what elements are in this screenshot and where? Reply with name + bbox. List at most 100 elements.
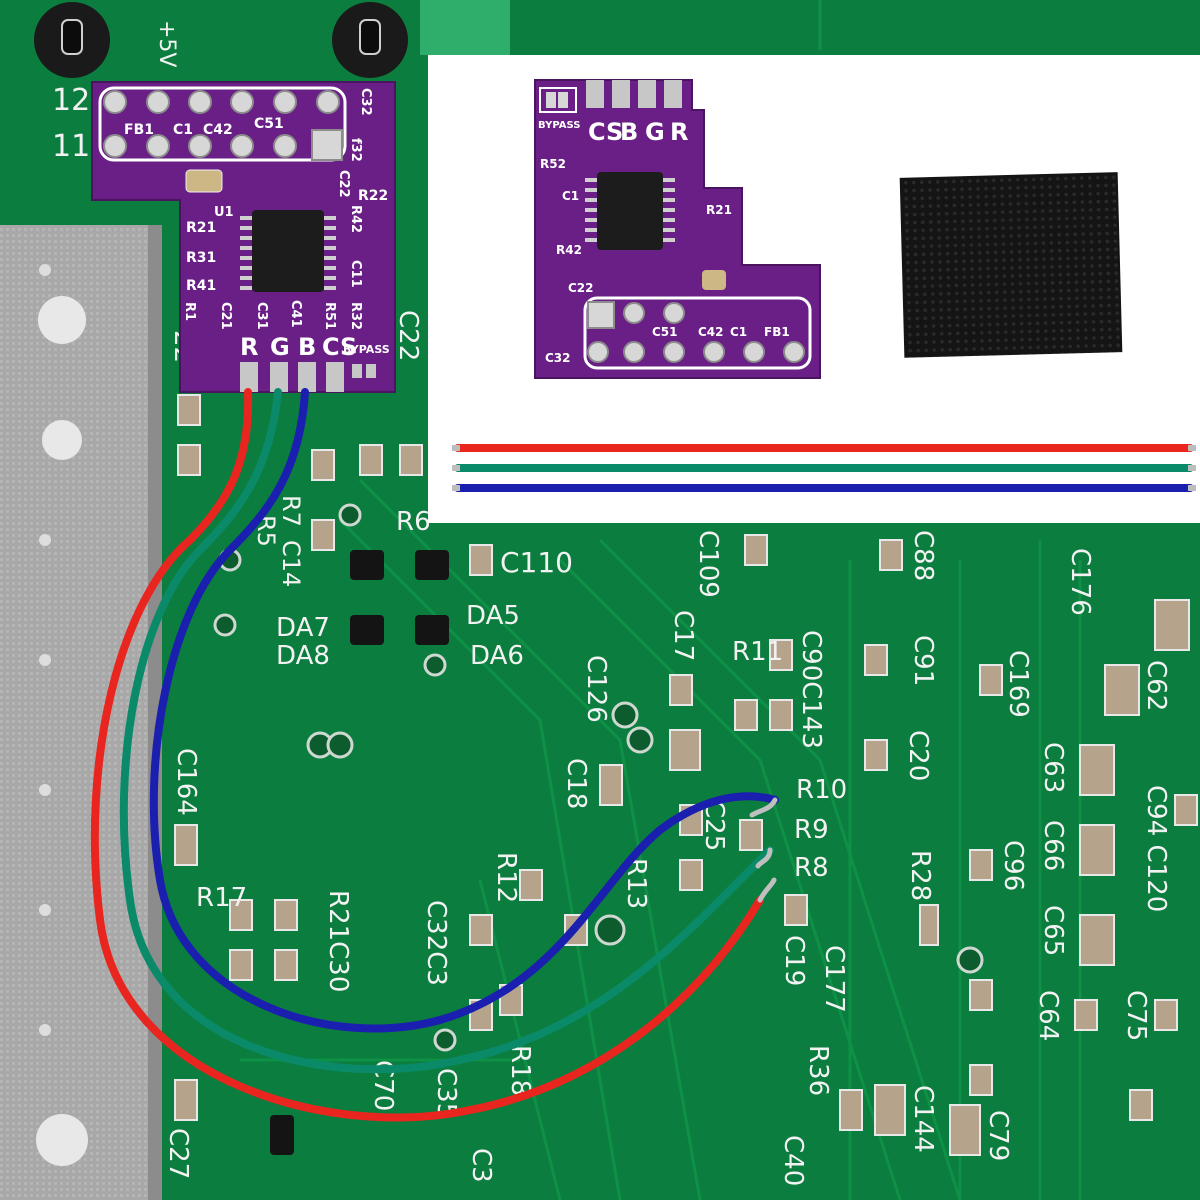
label-c91: C91 — [908, 635, 938, 686]
module-label-c41: C41 — [288, 300, 303, 328]
label-c164: C164 — [171, 748, 201, 816]
module-label-r32: R32 — [348, 302, 363, 330]
label-da7: DA7 — [276, 613, 330, 643]
installed-rgb-module: FB1 C1 C42 C51 C32 f32 C22 R22 U1 R21 R3… — [91, 81, 396, 393]
label-11: 11 — [52, 129, 90, 164]
loose-wires — [452, 444, 1196, 492]
label-c75: C75 — [1121, 990, 1151, 1041]
label-c110: C110 — [500, 546, 573, 579]
mounting-holes — [34, 0, 510, 78]
inset-label-r: R — [670, 118, 688, 146]
label-r28: R28 — [905, 850, 935, 901]
module-label-c21: C21 — [218, 302, 233, 330]
label-da6: DA6 — [470, 641, 524, 671]
label-c20: C20 — [903, 730, 933, 781]
velcro-pad — [899, 172, 1123, 358]
inset-label-r21: R21 — [706, 203, 732, 217]
module-label-c11: C11 — [348, 260, 363, 288]
inset-label-cs: CS — [588, 118, 623, 146]
module-label-r1: R1 — [182, 302, 197, 321]
board-silkscreen: 22 R7 R5 C14 R6 C110 DA7 DA8 DA5 DA6 C10… — [163, 310, 1171, 1186]
label-c66: C66 — [1038, 820, 1068, 871]
label-c40: C40 — [778, 1135, 808, 1186]
module-label-g: G — [270, 333, 290, 361]
module-label-r31: R31 — [186, 250, 216, 266]
label-r8: R8 — [794, 853, 829, 883]
inset-label-c32: C32 — [545, 351, 571, 365]
label-c176: C176 — [1065, 548, 1095, 616]
label-c90c143: C90C143 — [796, 630, 826, 749]
inset-label-c1: C1 — [562, 189, 579, 203]
transistors — [270, 550, 449, 1155]
vias — [213, 503, 984, 1052]
label-r12: R12 — [491, 852, 521, 903]
label-c22: C22 — [393, 310, 423, 361]
module-label-c42: C42 — [203, 122, 233, 138]
label-c14: C14 — [277, 540, 305, 587]
label-c32c3: C32C3 — [421, 900, 451, 986]
inset-label-c42: C42 — [698, 325, 724, 339]
label-c64: C64 — [1033, 990, 1063, 1041]
label-c19: C19 — [779, 935, 809, 986]
label-r9: R9 — [794, 815, 829, 845]
label-plus5v: +5V — [154, 20, 179, 67]
label-c3: C3 — [466, 1148, 496, 1183]
module-label-fb1: FB1 — [124, 122, 154, 138]
label-r7: R7 — [277, 495, 305, 527]
label-r6: R6 — [396, 507, 431, 537]
module-label-r51: R51 — [322, 302, 337, 330]
metal-shield — [0, 225, 162, 1200]
module-label-b: B — [298, 333, 316, 361]
label-r18: R18 — [505, 1045, 535, 1096]
wire-red — [90, 388, 764, 1122]
label-c177: C177 — [819, 945, 849, 1013]
label-12: 12 — [52, 83, 90, 118]
board-silkscreen-top: +5V 12 11 — [52, 20, 179, 164]
module-label-r41: R41 — [186, 278, 216, 294]
label-c126: C126 — [581, 655, 611, 723]
module-label-cs: CS — [322, 333, 357, 361]
label-c63: C63 — [1038, 742, 1068, 793]
label-da8: DA8 — [276, 641, 330, 671]
module-label-c31: C31 — [254, 302, 269, 330]
module-label-c1: C1 — [173, 122, 193, 138]
label-da5: DA5 — [466, 601, 520, 631]
label-r36: R36 — [803, 1045, 833, 1096]
label-r21c30: R21C30 — [323, 890, 353, 992]
label-c27: C27 — [163, 1128, 193, 1179]
inset-product-panel: CS B G R BYPASS R52 C1 R42 C22 R1 R21 — [428, 55, 1200, 523]
module-label-c32: C32 — [358, 88, 373, 116]
label-c18: C18 — [561, 758, 591, 809]
label-r11: R11 — [732, 637, 783, 667]
label-c169: C169 — [1003, 650, 1033, 718]
module-label-r22: R22 — [358, 188, 388, 204]
label-c88: C88 — [908, 530, 938, 581]
wire-green — [119, 388, 774, 1074]
module-label-c22: C22 — [336, 170, 351, 198]
label-c17: C17 — [668, 610, 698, 661]
module-label-f32: f32 — [348, 138, 363, 162]
label-c109: C109 — [693, 530, 723, 598]
label-c96: C96 — [998, 840, 1028, 891]
label-c144: C144 — [908, 1085, 938, 1153]
inset-rgb-module: CS B G R BYPASS R52 C1 R42 C22 R1 R21 — [534, 79, 821, 379]
inset-label-c51: C51 — [652, 325, 678, 339]
module-label-r: R — [240, 333, 258, 361]
label-c94c120: C94 C120 — [1141, 785, 1171, 912]
module-label-r21: R21 — [186, 220, 216, 236]
label-c65: C65 — [1038, 905, 1068, 956]
label-c62: C62 — [1141, 660, 1171, 711]
label-c79: C79 — [983, 1110, 1013, 1161]
inset-label-r1: R1 — [706, 159, 724, 173]
module-label-r42: R42 — [348, 205, 363, 233]
module-label-u1: U1 — [214, 205, 234, 220]
inset-label-c22: C22 — [568, 281, 594, 295]
inset-label-c1b: C1 — [730, 325, 747, 339]
module-label-bypass: BYPASS — [343, 343, 390, 356]
wire-blue — [149, 388, 779, 1033]
smd-components — [174, 394, 1198, 1156]
inset-label-r52: R52 — [540, 157, 566, 171]
rgb-wires — [90, 388, 779, 1122]
module-label-c51: C51 — [254, 116, 284, 132]
